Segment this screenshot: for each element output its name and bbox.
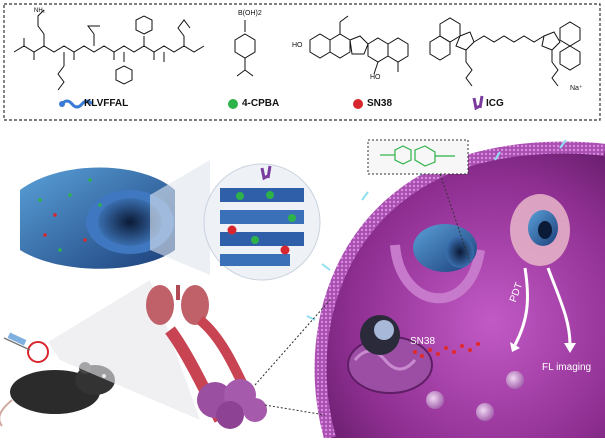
zoom-line-tumor <box>264 404 326 416</box>
structure-legend-box <box>3 3 601 121</box>
peptide-bilayer-block <box>203 163 321 281</box>
tumor-cluster <box>197 379 267 429</box>
sn38-ho-label: HO <box>292 42 303 49</box>
sn38-oh-label: HO <box>370 74 381 81</box>
sn38-structure <box>309 15 409 75</box>
bond-structure <box>380 145 455 167</box>
cpba-icon <box>228 99 238 109</box>
zoom-cone <box>150 160 210 275</box>
ros-bubbles <box>426 371 524 421</box>
membrane-invagination <box>390 244 485 304</box>
organelle <box>347 315 433 394</box>
zoom-line-tumor-2 <box>254 299 331 386</box>
icg-structure <box>429 17 581 87</box>
cell-membrane <box>314 141 605 440</box>
endosome-vesicle <box>510 194 570 266</box>
legend-sn38-label: SN38 <box>367 98 393 109</box>
cpba-structure <box>234 20 256 77</box>
icg-na-label: Na⁺ <box>570 85 583 92</box>
sn38-icon <box>353 99 363 109</box>
sn38-release-label: SN38 <box>410 336 436 347</box>
klvffal-structure <box>13 9 205 91</box>
nh2-label: NH₂ <box>34 8 46 14</box>
tube-surface-dots <box>38 178 102 252</box>
icg-icon <box>472 95 484 111</box>
syringe <box>3 332 31 351</box>
pdt-arrow <box>513 267 530 346</box>
legend-peptide-label: KLVFFAL <box>84 98 129 109</box>
tube-endocytosis <box>413 224 477 272</box>
fl-arrow <box>546 267 572 346</box>
sn38-release-dots <box>413 342 480 358</box>
fl-imaging-label: FL imaging <box>542 362 592 373</box>
legend-cpba-label: 4-CPBA <box>242 98 280 109</box>
peptide-icon <box>59 99 94 109</box>
organs <box>146 285 260 423</box>
bond-zoom-line <box>439 173 471 263</box>
bond-zoom-box <box>367 139 469 175</box>
boronic-acid-label: B(OH)2 <box>238 10 262 17</box>
legend-icg-label: ICG <box>486 98 504 109</box>
